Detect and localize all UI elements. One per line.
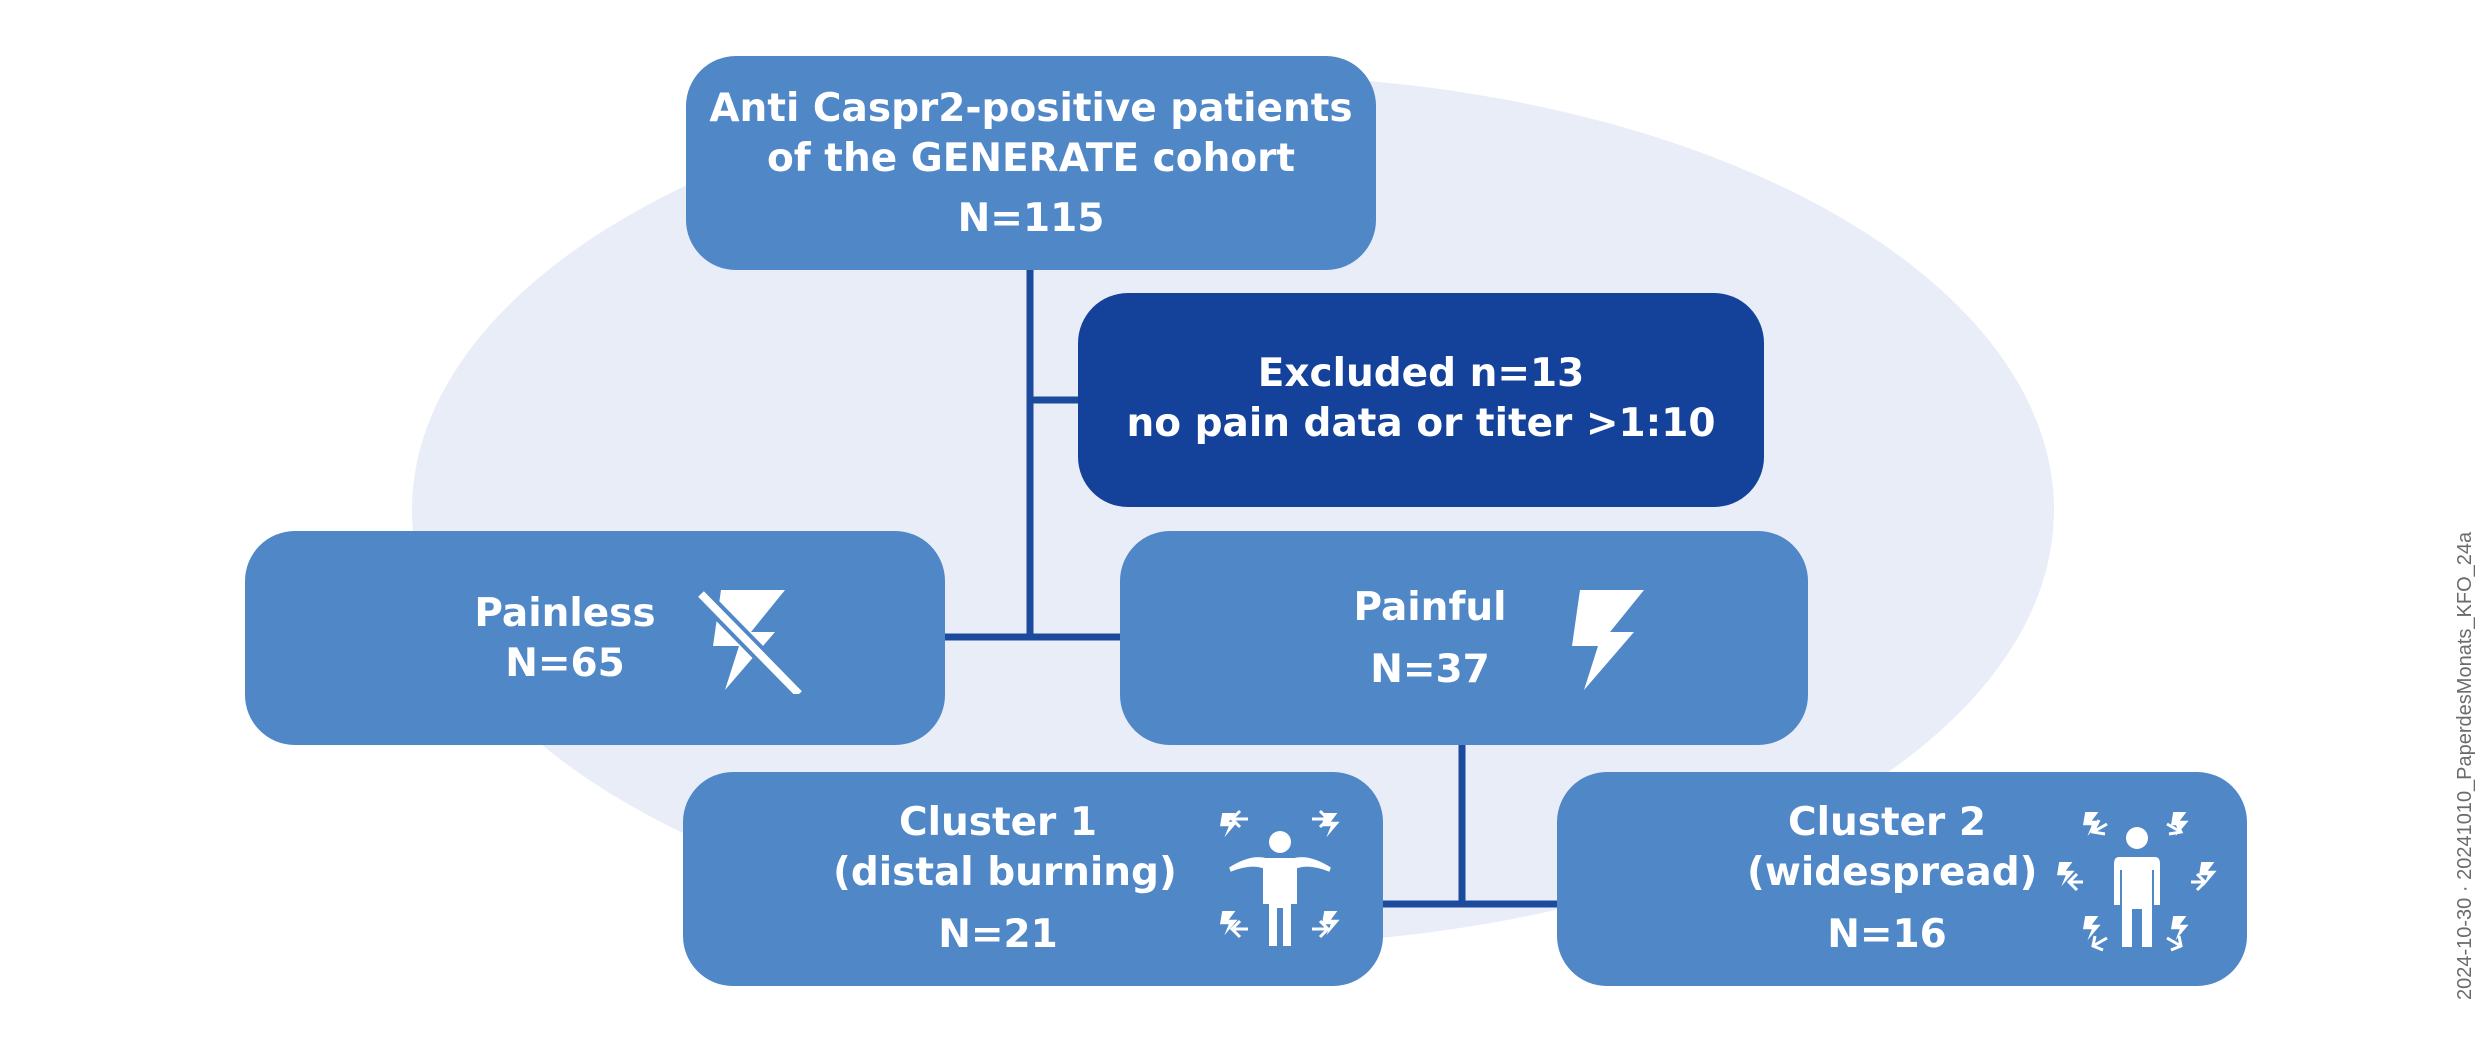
painless-box: Painless N=65: [245, 531, 945, 745]
painless-label: Painless: [474, 591, 656, 636]
cluster2-label: Cluster 2: [1787, 800, 1986, 845]
excluded-reason: no pain data or titer >1:10: [1126, 401, 1716, 446]
cluster1-label: Cluster 1: [898, 800, 1097, 845]
cluster1-count: N=21: [938, 912, 1058, 957]
cluster2-sublabel: (widespread): [1747, 850, 2038, 895]
cluster1-box: Cluster 1 (distal burning) N=21: [683, 772, 1383, 986]
cohort-title-line2: of the GENERATE cohort: [766, 136, 1296, 181]
excluded-box: Excluded n=13 no pain data or titer >1:1…: [1078, 293, 1764, 507]
cluster1-sublabel: (distal burning): [833, 850, 1177, 895]
excluded-count: Excluded n=13: [1257, 351, 1585, 396]
cluster2-box: Cluster 2 (widespread) N=16: [1557, 772, 2247, 986]
painful-count: N=37: [1370, 647, 1490, 692]
painful-box: Painful N=37: [1120, 531, 1808, 745]
crossed-lightning-icon: [695, 588, 803, 694]
painful-label: Painful: [1353, 585, 1507, 630]
cohort-title-line1: Anti Caspr2-positive patients: [709, 86, 1353, 131]
painless-count: N=65: [505, 641, 625, 686]
person-widespread-pain-icon: [2057, 812, 2217, 952]
person-distal-pain-icon: [1220, 809, 1340, 948]
cohort-box: Anti Caspr2-positive patients of the GEN…: [686, 56, 1376, 270]
lightning-icon: [1572, 590, 1644, 690]
side-stamp: 2024-10-30 · 20241010_PaperdesMonats_KFO…: [2454, 531, 2476, 1000]
cluster2-count: N=16: [1827, 912, 1947, 957]
cohort-count: N=115: [957, 196, 1105, 241]
